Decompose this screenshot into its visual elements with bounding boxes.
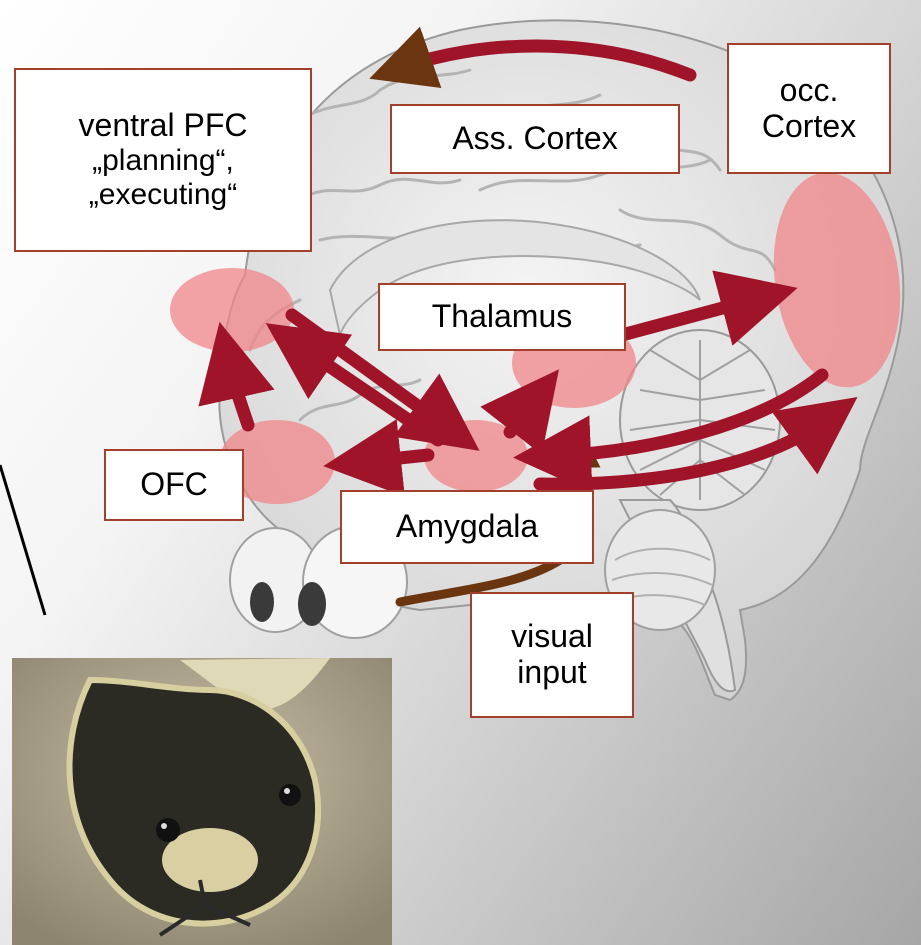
snake-photo xyxy=(12,658,392,945)
label-ofc-text: OFC xyxy=(140,467,208,503)
ventral-pfc-region xyxy=(170,268,294,352)
label-thalamus: Thalamus xyxy=(378,283,626,351)
label-ventral-pfc-line3: „executing“ xyxy=(79,178,248,212)
pointer-line xyxy=(0,465,45,615)
label-thalamus-text: Thalamus xyxy=(432,299,573,335)
label-amygdala-text: Amygdala xyxy=(396,509,538,545)
label-ventral-pfc: ventral PFC „planning“, „executing“ xyxy=(14,68,312,252)
label-visual-input-line2: input xyxy=(511,655,593,691)
label-ass-cortex: Ass. Cortex xyxy=(390,104,680,174)
arrow-amy-to-ofc xyxy=(362,455,428,462)
label-amygdala: Amygdala xyxy=(340,490,594,564)
label-ventral-pfc-line2: „planning“, xyxy=(79,144,248,178)
label-ass-cortex-text: Ass. Cortex xyxy=(452,121,617,157)
label-occ-cortex-line1: occ. xyxy=(762,73,856,109)
label-ofc: OFC xyxy=(104,449,244,521)
label-visual-input: visual input xyxy=(470,592,634,718)
label-visual-input-line1: visual xyxy=(511,619,593,655)
label-occ-cortex: occ. Cortex xyxy=(727,43,891,174)
label-ventral-pfc-line1: ventral PFC xyxy=(79,108,248,144)
label-occ-cortex-line2: Cortex xyxy=(762,109,856,145)
